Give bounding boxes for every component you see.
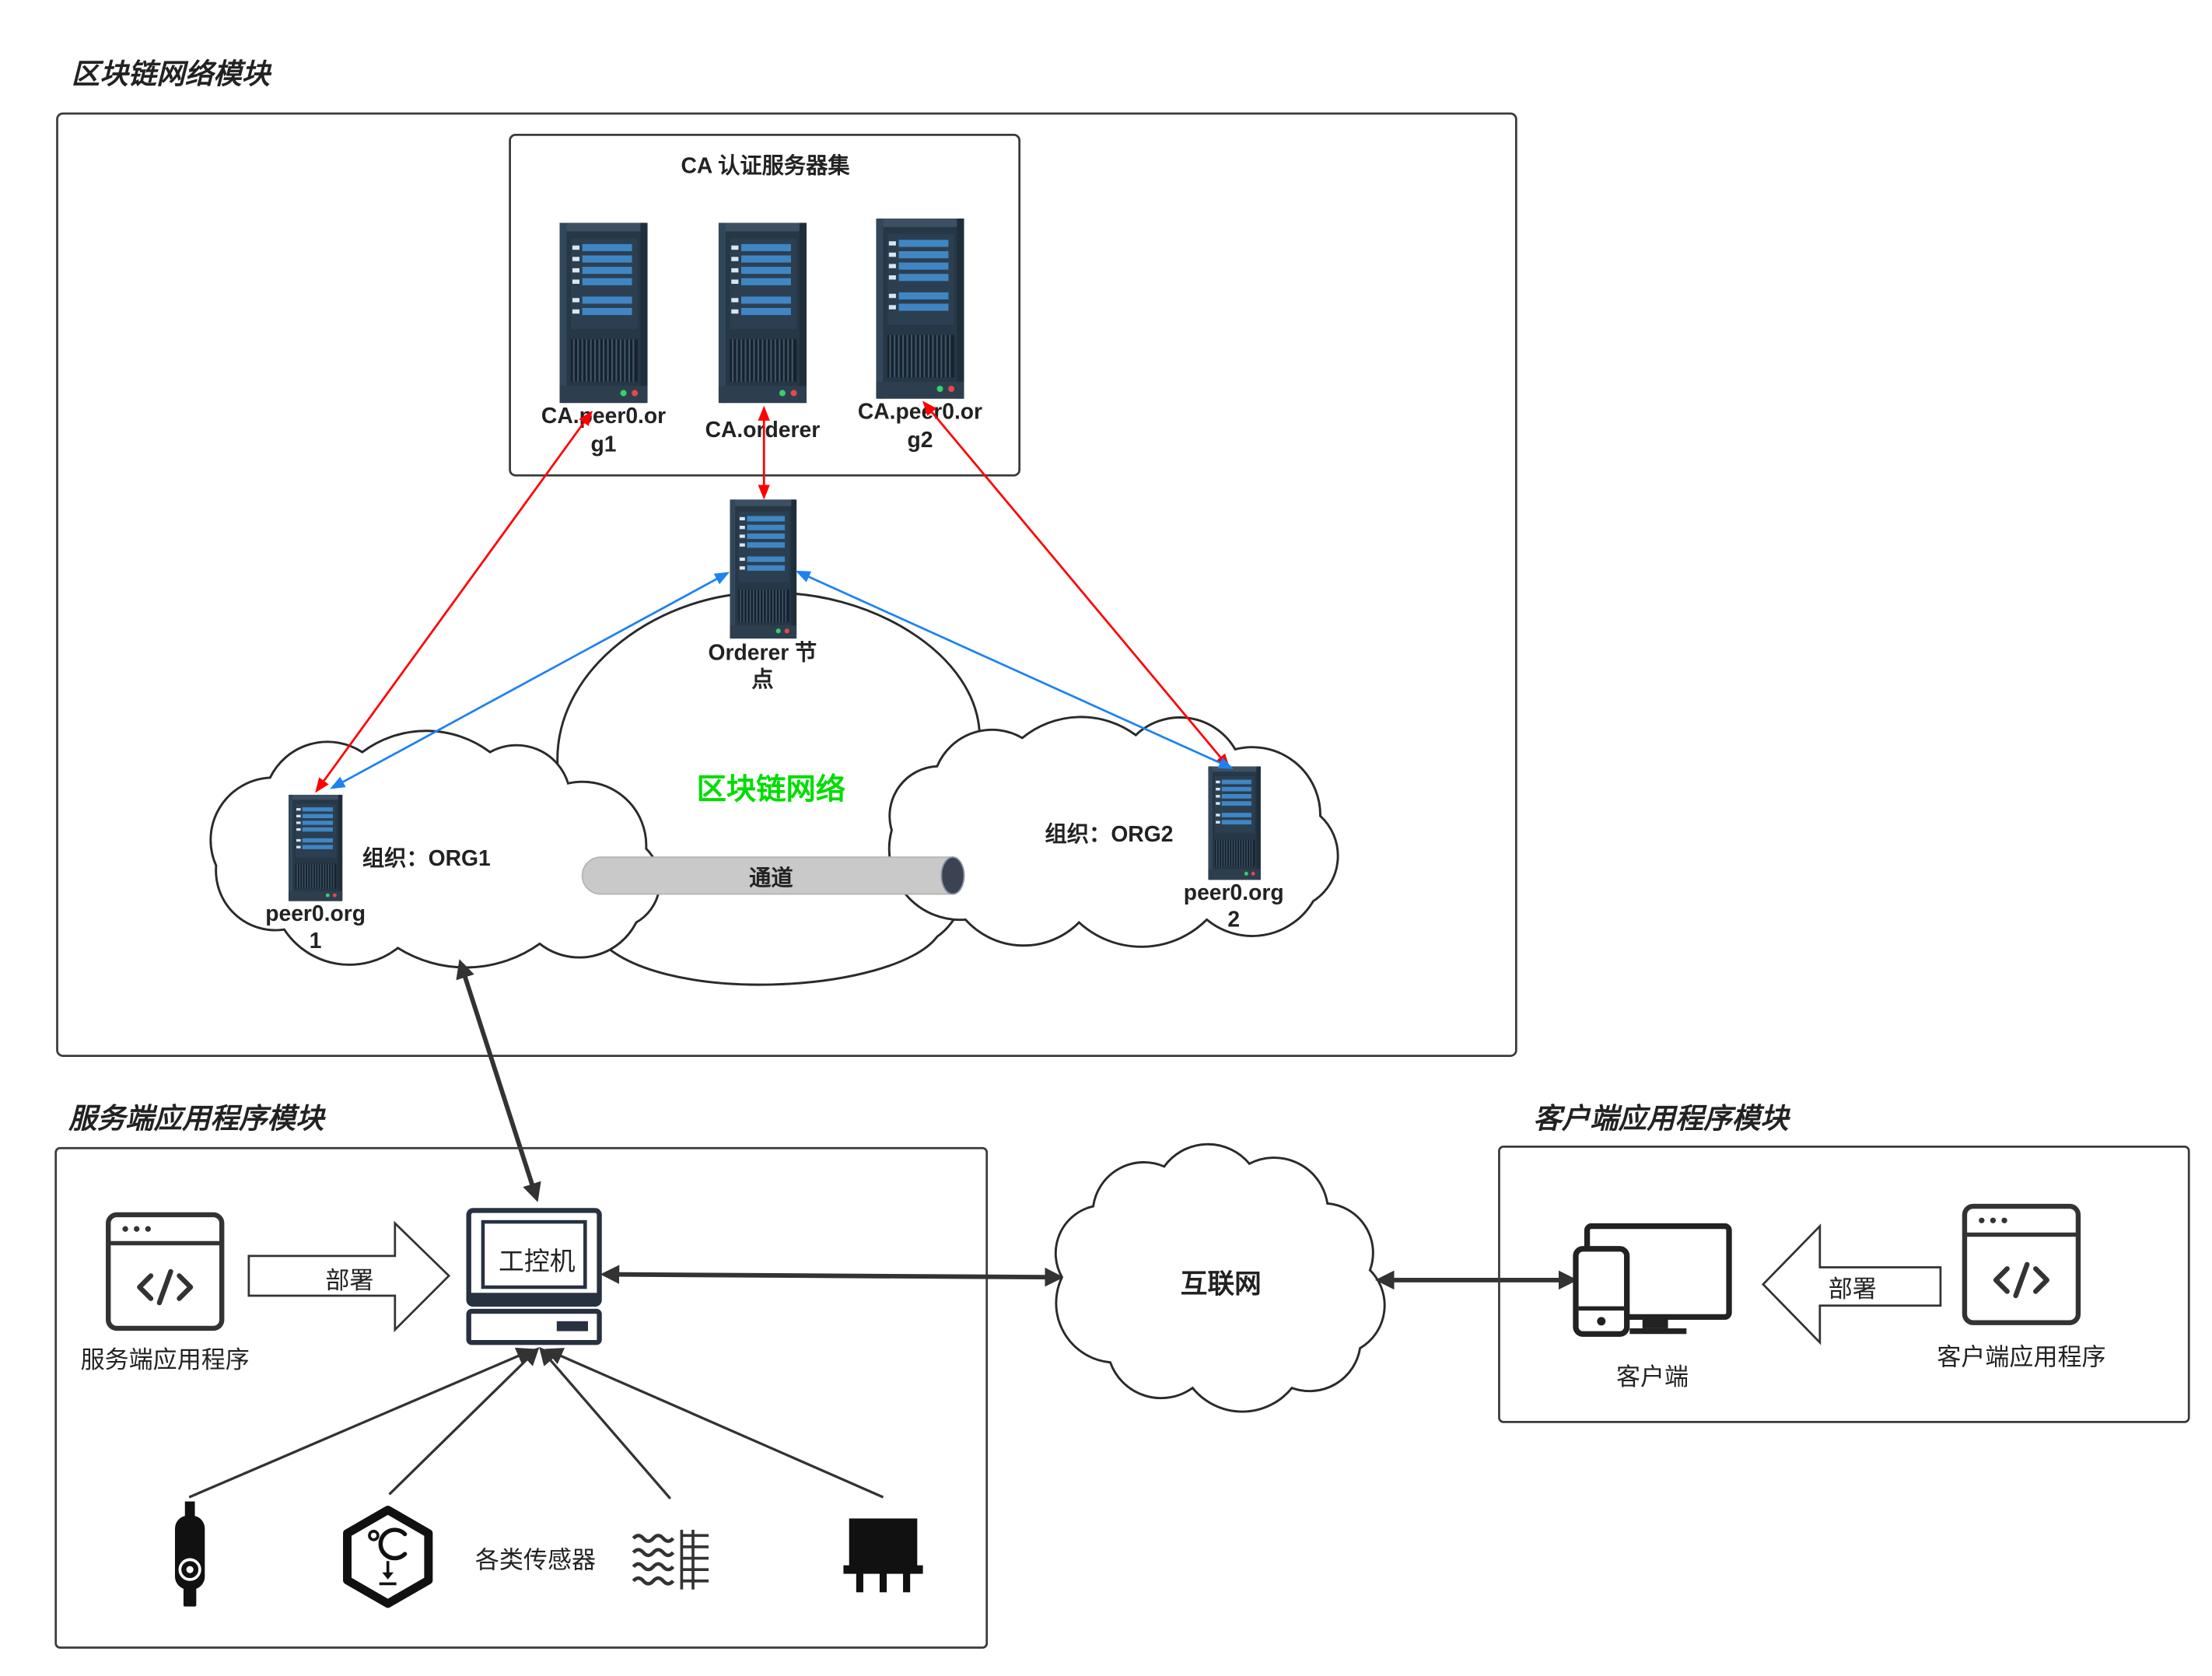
client-deploy-label: 部署: [1829, 1275, 1877, 1303]
ca-orderer-server-icon: [718, 222, 807, 404]
blockchain-module-frame: [56, 112, 1517, 1057]
server-module-title: 服务端应用程序模块: [68, 1103, 326, 1135]
blockchain-module-title: 区块链网络模块: [72, 58, 272, 90]
temperature-sensor-icon: [343, 1506, 433, 1608]
client-module-title: 客户端应用程序模块: [1533, 1103, 1790, 1135]
code-window-icon: [1962, 1203, 2081, 1325]
probe-sensor-icon: [174, 1501, 205, 1607]
ca-peer0-org1-label-line2: g1: [591, 431, 617, 456]
ca-cluster-title: CA 认证服务器集: [681, 153, 850, 178]
peer0-org1-server-icon: [288, 794, 343, 901]
deploy-arrow-left: [1761, 1223, 1942, 1345]
server-app-label: 服务端应用程序: [81, 1346, 250, 1373]
desktop-and-phone-icon: [1573, 1223, 1732, 1337]
network-controller-link: [456, 959, 541, 1202]
sensors-label: 各类传感器: [475, 1546, 596, 1573]
deploy-arrow-right: [247, 1220, 451, 1333]
peer0-org2-server-icon: [1208, 766, 1261, 880]
org1-label: 组织：ORG1: [362, 845, 491, 870]
org2-label: 组织：ORG2: [1045, 821, 1174, 846]
ca-peer0-org2-label-line1: CA.peer0.or: [858, 398, 982, 423]
probe-sensor-link: [188, 1347, 535, 1499]
ca-peer0-org1-server-icon: [559, 222, 648, 404]
internet-cloud-icon: [1054, 1142, 1386, 1413]
industrial-computer-icon: [466, 1208, 602, 1345]
client-app-label: 客户端应用程序: [1937, 1343, 2105, 1370]
controller-internet-link: [600, 1265, 1064, 1287]
peer0-org2-label-line2: 2: [1227, 907, 1240, 932]
client-module-frame: [1498, 1146, 2190, 1423]
client-device-label: 客户端: [1616, 1363, 1689, 1391]
orderer-label-line1: Orderer 节: [709, 639, 817, 664]
orderer-org2-link: [795, 570, 1234, 769]
ca-orderer-label: CA.orderer: [705, 417, 821, 442]
orderer-label-line2: 点: [751, 667, 773, 691]
channel-pipe: [581, 856, 965, 895]
internet-label: 互联网: [1181, 1269, 1262, 1299]
ca-peer0-org1-label-line1: CA.peer0.or: [541, 403, 666, 428]
humidity-sensor-icon: [632, 1530, 709, 1590]
server-deploy-label: 部署: [325, 1267, 373, 1294]
code-window-icon: [106, 1212, 225, 1331]
orderer-server-icon: [730, 499, 797, 639]
blockchain-network-label: 区块链网络: [697, 772, 846, 806]
humidity-sensor-link: [539, 1346, 672, 1499]
ca-peer0-org2-server-icon: [876, 219, 964, 399]
channel-label: 通道: [749, 866, 793, 890]
chip-sensor-icon: [843, 1518, 923, 1593]
peer0-org1-label-line1: peer0.org: [265, 901, 366, 925]
controller-label: 工控机: [499, 1247, 576, 1275]
chip-sensor-link: [544, 1348, 884, 1499]
server-module-frame: [54, 1146, 989, 1649]
peer0-org1-label-line2: 1: [310, 928, 322, 953]
ca-peer0-org2-label-line2: g2: [907, 427, 933, 452]
orderer-org1-link: [330, 572, 730, 789]
peer0-org2-label-line1: peer0.org: [1184, 880, 1284, 904]
temperature-sensor-link: [388, 1347, 540, 1496]
